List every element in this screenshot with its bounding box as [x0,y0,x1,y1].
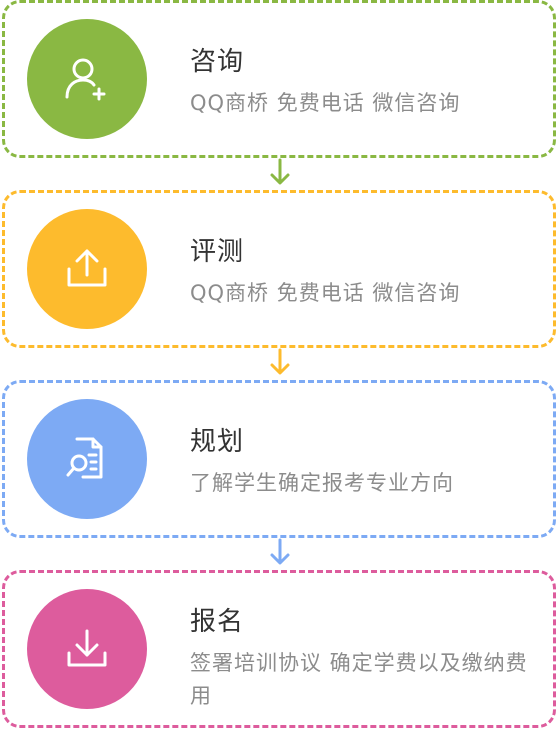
step-title: 规划 [190,427,245,457]
chevron-down-icon [270,158,290,185]
step-title: 报名 [190,607,245,637]
step-description: QQ商桥 免费电话 微信咨询 [190,91,461,115]
step-card-consult: 咨询 QQ商桥 免费电话 微信咨询 [2,0,556,158]
step-title: 评测 [190,237,245,267]
step-card-register: 报名 签署培训协议 确定学费以及缴纳费用 [2,570,556,728]
assess-circle [27,209,147,329]
document-search-icon [66,437,103,479]
step-card-assess: 评测 QQ商桥 免费电话 微信咨询 [2,190,556,348]
step-description: QQ商桥 免费电话 微信咨询 [190,281,461,305]
chevron-down-icon [270,348,290,375]
download-icon [67,629,107,667]
chevron-down-icon [270,538,290,565]
upload-icon [67,249,107,287]
consult-circle [27,19,147,139]
step-description: 了解学生确定报考专业方向 [190,471,454,495]
register-circle [27,589,147,709]
step-description: 签署培训协议 确定学费以及缴纳费用 [190,651,528,708]
step-card-plan: 规划 了解学生确定报考专业方向 [2,380,556,538]
plan-circle [27,399,147,519]
add-user-icon [65,58,106,101]
step-title: 咨询 [190,47,245,77]
